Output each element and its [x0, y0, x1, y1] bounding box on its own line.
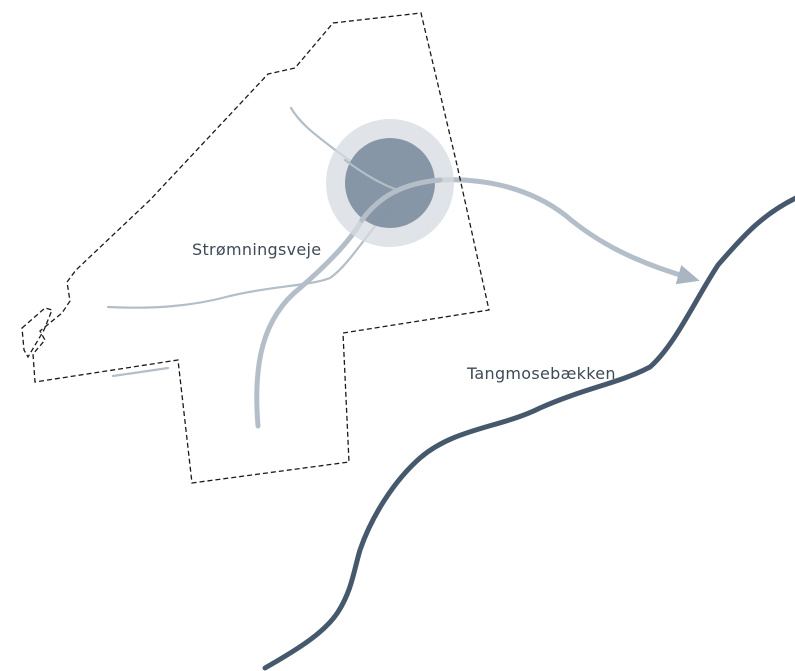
flow-path-south-west: [111, 366, 170, 378]
stream-line: [262, 195, 795, 671]
flow-path-main: [254, 177, 700, 429]
label-stream: Tangmosebækken: [466, 364, 616, 383]
label-flow-paths: Strømningsveje: [192, 240, 321, 259]
accumulation-zone-inner: [345, 138, 435, 228]
flow-path-confluence: [343, 158, 400, 192]
site-boundary: [32, 12, 490, 484]
site-boundary-enclave: [21, 307, 53, 359]
flow-path-main-overlay: [359, 177, 443, 223]
